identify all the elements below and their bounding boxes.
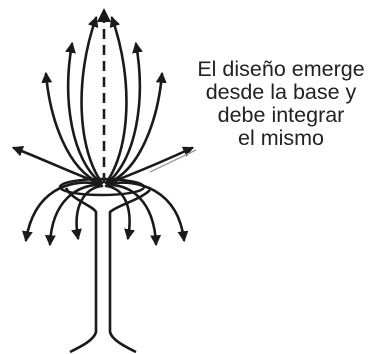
field-line-up-1	[80, 15, 104, 185]
field-line-up-6	[106, 71, 167, 185]
field-line-down-5	[105, 183, 162, 247]
goblet-stem	[64, 187, 151, 354]
downward-field-lines	[21, 181, 189, 247]
field-line-down-6	[106, 181, 189, 243]
caption-pointer-line	[149, 149, 197, 173]
field-line-down-1	[21, 181, 102, 243]
caption-text: El diseño emerge desde la base y debe in…	[176, 58, 381, 150]
caption-line-4: el mismo	[237, 126, 324, 150]
axis-arrowhead	[97, 8, 111, 22]
field-line-side-left	[11, 146, 101, 185]
field-line-down-2	[44, 183, 103, 247]
field-line-up-3	[65, 41, 103, 185]
caption-line-1: El diseño emerge	[197, 57, 365, 81]
field-line-up-2	[104, 15, 128, 185]
field-line-up-5	[41, 71, 102, 185]
upward-field-lines	[11, 15, 194, 185]
caption-line-2: desde la base y	[205, 80, 357, 104]
field-line-down-4	[104, 184, 135, 241]
field-line-up-4	[105, 41, 143, 185]
field-line-down-3	[71, 184, 104, 241]
caption-line-3: debe integrar	[217, 103, 345, 127]
field-line-side-right	[107, 146, 194, 185]
